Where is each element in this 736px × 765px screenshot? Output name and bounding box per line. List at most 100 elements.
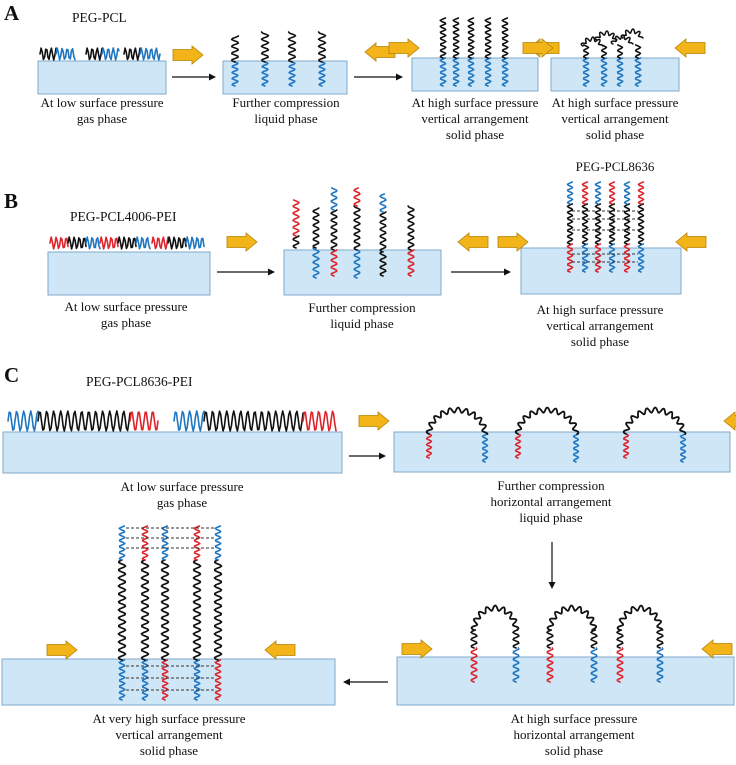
- peg-chain: [141, 659, 149, 701]
- peg-chain: [594, 181, 602, 205]
- sequence-arrow-head: [396, 73, 403, 81]
- peg-chain: [101, 47, 120, 61]
- pcl-chain: [117, 559, 127, 661]
- pcl-chain: [117, 236, 137, 250]
- pcl-chain: [292, 235, 300, 249]
- sequence-arrow-icon: [172, 73, 216, 81]
- compression-arrow-shape: [364, 42, 396, 62]
- panel-b-title-pei: PEI: [156, 209, 177, 224]
- pei-chain: [623, 243, 631, 273]
- pei-chain: [616, 647, 624, 683]
- pei-chain: [129, 411, 159, 431]
- pcl-chain: [85, 47, 103, 61]
- peg-chain: [318, 61, 326, 87]
- peg-chain: [173, 410, 205, 432]
- panel-a-footnote: PEG-PCL8636: [576, 159, 655, 174]
- panel-a-liquid-chains: [230, 31, 327, 87]
- peg-chain: [484, 57, 492, 87]
- pcl-chain: [203, 410, 304, 432]
- panel-c-liquid-chains: [425, 406, 687, 463]
- compression-arrow-shape: [172, 45, 204, 65]
- peg-chain: [118, 525, 126, 561]
- pei-chain: [353, 187, 361, 207]
- panel-b: B PEG-PCL4006-PEI At low surface pressur…: [4, 181, 707, 349]
- pei-chain: [425, 433, 433, 459]
- peg-chain: [135, 236, 151, 250]
- sequence-arrow-head: [379, 452, 386, 460]
- sequence-arrow-head: [209, 73, 216, 81]
- panel-a-title: PEG-PCL: [72, 10, 127, 25]
- panel-a-letter: A: [4, 1, 20, 25]
- pei-chain: [608, 181, 616, 205]
- sequence-arrow-icon: [217, 268, 275, 276]
- compression-arrow-shape: [388, 38, 420, 58]
- pcl-chain: [407, 205, 415, 251]
- peg-chain: [288, 61, 296, 87]
- panel-a-title-peg: PEG: [72, 10, 98, 25]
- panel-c-title-pei: PEI: [172, 374, 193, 389]
- pcl-coil: [622, 406, 687, 435]
- pcl-chain: [608, 203, 616, 245]
- compression-arrow-shape: [497, 232, 529, 252]
- compression-arrow-icon: [358, 411, 390, 431]
- panel-b-subphase-2: [283, 249, 442, 296]
- compression-arrow-icon: [264, 640, 296, 660]
- pcl-chain: [37, 410, 131, 432]
- peg-chain: [600, 57, 608, 87]
- pei-chain: [161, 659, 169, 701]
- peg-chain: [582, 57, 590, 87]
- compression-arrow-icon: [675, 232, 707, 252]
- pei-chain: [151, 236, 169, 250]
- pei-chain: [99, 236, 119, 250]
- panel-a-subphase-4: [550, 57, 680, 92]
- pei-chain: [514, 433, 522, 459]
- pcl-chain: [312, 207, 320, 249]
- sequence-arrow-head: [548, 582, 556, 589]
- compression-arrow-icon: [723, 411, 736, 431]
- pcl-chain: [637, 203, 645, 245]
- pcl-chain: [140, 559, 150, 661]
- pei-chain: [302, 410, 337, 432]
- panel-b-liquid-chains: [292, 187, 415, 279]
- panel-b-title-peg: PEG: [70, 209, 96, 224]
- peg-chain: [656, 647, 664, 683]
- panel-a-solid-chains-pcl8636: [580, 28, 644, 87]
- pcl-chain: [230, 35, 240, 63]
- peg-chain: [512, 647, 520, 683]
- panel-c-solid-vertical-chains: [117, 525, 223, 701]
- peg-chain: [572, 433, 580, 463]
- compression-arrow-shape: [701, 639, 733, 659]
- pei-chain: [581, 181, 589, 205]
- panel-c-subphase-4: [1, 658, 336, 706]
- panel-b-subphase-3: [520, 247, 682, 295]
- peg-chain: [439, 57, 447, 87]
- pcl-chain: [512, 629, 520, 649]
- peg-chain: [261, 61, 269, 87]
- pcl-chain: [546, 629, 554, 649]
- panel-c-letter: C: [4, 363, 19, 387]
- compression-arrow-icon: [388, 38, 420, 58]
- compression-arrow-icon: [674, 38, 706, 58]
- sequence-arrow-head: [343, 678, 350, 686]
- compression-arrow-icon: [401, 639, 433, 659]
- panel-c-subphase-2: [393, 431, 731, 473]
- sequence-arrow-icon: [349, 452, 386, 460]
- pcl-chain: [616, 44, 624, 59]
- pcl-chain: [160, 559, 170, 661]
- pcl-chain: [470, 629, 478, 649]
- pei-chain: [622, 433, 630, 459]
- compression-arrow-shape: [264, 640, 296, 660]
- pcl-chain: [67, 236, 87, 250]
- pei-chain: [49, 236, 69, 250]
- pei-chain: [292, 199, 300, 237]
- panel-b-letter: B: [4, 189, 18, 213]
- peg-chain: [55, 47, 76, 61]
- sequence-arrow-icon: [548, 542, 556, 589]
- pcl-chain: [484, 17, 492, 59]
- compression-arrow-icon: [457, 232, 489, 252]
